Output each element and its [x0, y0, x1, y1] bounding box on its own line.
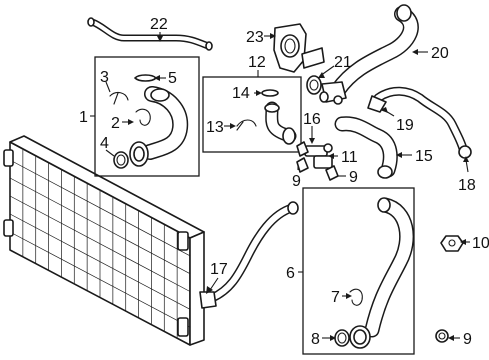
- pipe-18-19: [367, 86, 472, 159]
- callout-14: 14: [232, 85, 250, 102]
- clip-9-a: [296, 157, 309, 173]
- callout-labels: 22 23 12 21 20 3 5 14 1 2 13 16 19 4 15 …: [79, 16, 489, 348]
- callout-3: 3: [100, 69, 109, 86]
- group-box-6: [302, 187, 415, 355]
- callout-10: 10: [472, 235, 489, 252]
- o-ring-5: [134, 74, 157, 82]
- pipe-22: [87, 17, 213, 51]
- hose-15: [334, 116, 398, 179]
- callout-6: 6: [286, 265, 295, 282]
- leader-lines: [90, 32, 470, 341]
- hose-17: [199, 201, 299, 309]
- callout-19: 19: [396, 117, 414, 134]
- callout-12: 12: [248, 54, 266, 71]
- callout-1: 1: [79, 109, 88, 126]
- hose-upper-radiator: [129, 86, 189, 167]
- callout-2: 2: [111, 115, 120, 132]
- clip-16: [296, 141, 309, 157]
- callout-9-left: 9: [292, 173, 301, 190]
- hose-12: [264, 101, 297, 145]
- clamp-7: [349, 288, 363, 306]
- callout-23: 23: [246, 29, 264, 46]
- clamp-2: [135, 108, 151, 126]
- clamp-13: [236, 119, 257, 131]
- radiator: [3, 135, 205, 346]
- radiator-tube: [9, 177, 191, 274]
- o-ring-21: [306, 75, 322, 95]
- hose-20: [321, 4, 419, 105]
- cap-10: [440, 235, 464, 252]
- radiator-tube: [9, 159, 191, 257]
- connector-11: [304, 143, 333, 169]
- callout-8: 8: [311, 331, 320, 348]
- radiator-tube: [9, 195, 191, 292]
- callout-20: 20: [431, 45, 449, 62]
- callout-15: 15: [415, 148, 433, 165]
- callout-11: 11: [341, 149, 358, 166]
- o-ring-8: [334, 329, 350, 347]
- callout-21: 21: [334, 54, 352, 71]
- o-ring-4: [113, 151, 129, 169]
- radiator-tube: [9, 213, 191, 310]
- callout-13: 13: [206, 119, 224, 136]
- callout-4: 4: [100, 135, 109, 152]
- thermostat-housing-23: [273, 23, 325, 73]
- clamp-9-c: [435, 329, 449, 343]
- o-ring-14: [261, 89, 279, 97]
- callout-16: 16: [303, 111, 321, 128]
- group-box-12: [202, 76, 302, 153]
- radiator-tube: [9, 231, 191, 328]
- callout-18: 18: [458, 177, 476, 194]
- callout-7: 7: [331, 289, 340, 306]
- callout-9-bottom: 9: [463, 331, 472, 348]
- callout-9-right: 9: [349, 169, 358, 186]
- callout-5: 5: [168, 70, 177, 87]
- hose-lower: [349, 197, 415, 349]
- clamp-3: [109, 91, 129, 105]
- callout-22: 22: [150, 16, 168, 33]
- callout-17: 17: [210, 261, 228, 278]
